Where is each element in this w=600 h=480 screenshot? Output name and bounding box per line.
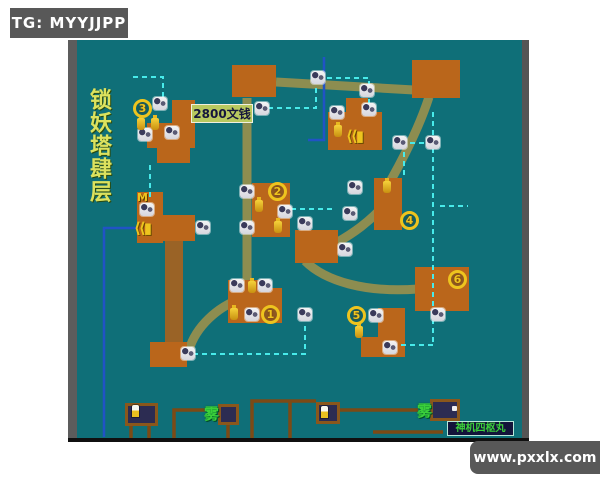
monster-sprite-icon [196,221,210,234]
bottom-room [125,403,158,426]
monster-sprite-icon [393,136,407,149]
monster-sprite-icon [383,341,397,354]
item-jar-icon [230,305,238,320]
map-border-bottom [68,438,529,442]
monster-sprite-icon [278,205,292,218]
monster-sprite-icon [431,308,445,321]
monster-sprite-icon [165,126,179,139]
monster-sprite-icon [140,203,154,216]
monster-sprite-icon [298,308,312,321]
item-jar-icon [255,197,263,212]
room [157,148,190,163]
monster-sprite-icon [240,221,254,234]
numbered-map-marker: 5 [347,306,366,325]
item-jar-icon [274,218,282,233]
monster-sprite-icon [240,185,254,198]
room [150,342,187,367]
monster-sprite-icon [343,207,357,220]
monster-sprite-icon [362,103,376,116]
money-label: 2800文钱 [191,104,253,123]
item-jar-icon [137,115,145,130]
monster-sprite-icon [348,181,362,194]
bottom-room [316,402,340,424]
item-jar-icon [151,115,159,130]
map-border-right [522,40,529,442]
room [295,230,338,263]
tg-badge: TG: MYYJJPP [10,8,128,38]
monster-sprite-icon [258,279,272,292]
monster-sprite-icon [426,136,440,149]
npc-figure-icon [132,405,139,417]
room [361,337,378,357]
m-marker: M [137,191,148,204]
monster-sprite-icon [330,106,344,119]
monster-sprite-icon [255,102,269,115]
numbered-map-marker: 6 [448,270,467,289]
map-border-left [68,40,77,442]
fog-label-2: 雾 [417,402,433,420]
item-jar-icon [383,178,391,193]
bottom-room [430,399,460,421]
corridor-band [165,240,183,344]
monster-sprite-icon [153,97,167,110]
room [232,65,276,97]
room [163,215,195,241]
stairs-icon: ⟨⟨▮ [134,219,152,237]
npc-figure-icon [321,406,328,418]
item-jar-icon [334,122,342,137]
monster-sprite-icon [338,243,352,256]
monster-sprite-icon [181,347,195,360]
item-jar-icon [355,323,363,338]
monster-sprite-icon [245,308,259,321]
room [228,280,260,290]
map-title: 锁妖塔肆层 [86,88,111,203]
room [137,192,163,243]
monster-sprite-icon [230,279,244,292]
monster-sprite-icon [369,309,383,322]
numbered-map-marker: 2 [268,182,287,201]
item-pickup-dot [452,406,457,411]
monster-sprite-icon [298,217,312,230]
item-name-label: 神机四枢丸 [447,421,514,436]
bottom-room [218,404,239,425]
room [412,60,460,98]
numbered-map-marker: 3 [133,99,152,118]
numbered-map-marker: 4 [400,211,419,230]
monster-sprite-icon [311,71,325,84]
fog-label-1: 雾 [204,405,220,423]
watermark: www.pxxlx.com [470,441,600,474]
item-jar-icon [248,278,256,293]
numbered-map-marker: 1 [261,305,280,324]
stairs-icon: ⟨⟨▮ [346,127,364,145]
monster-sprite-icon [360,84,374,97]
monster-sprite-icon [138,128,152,141]
